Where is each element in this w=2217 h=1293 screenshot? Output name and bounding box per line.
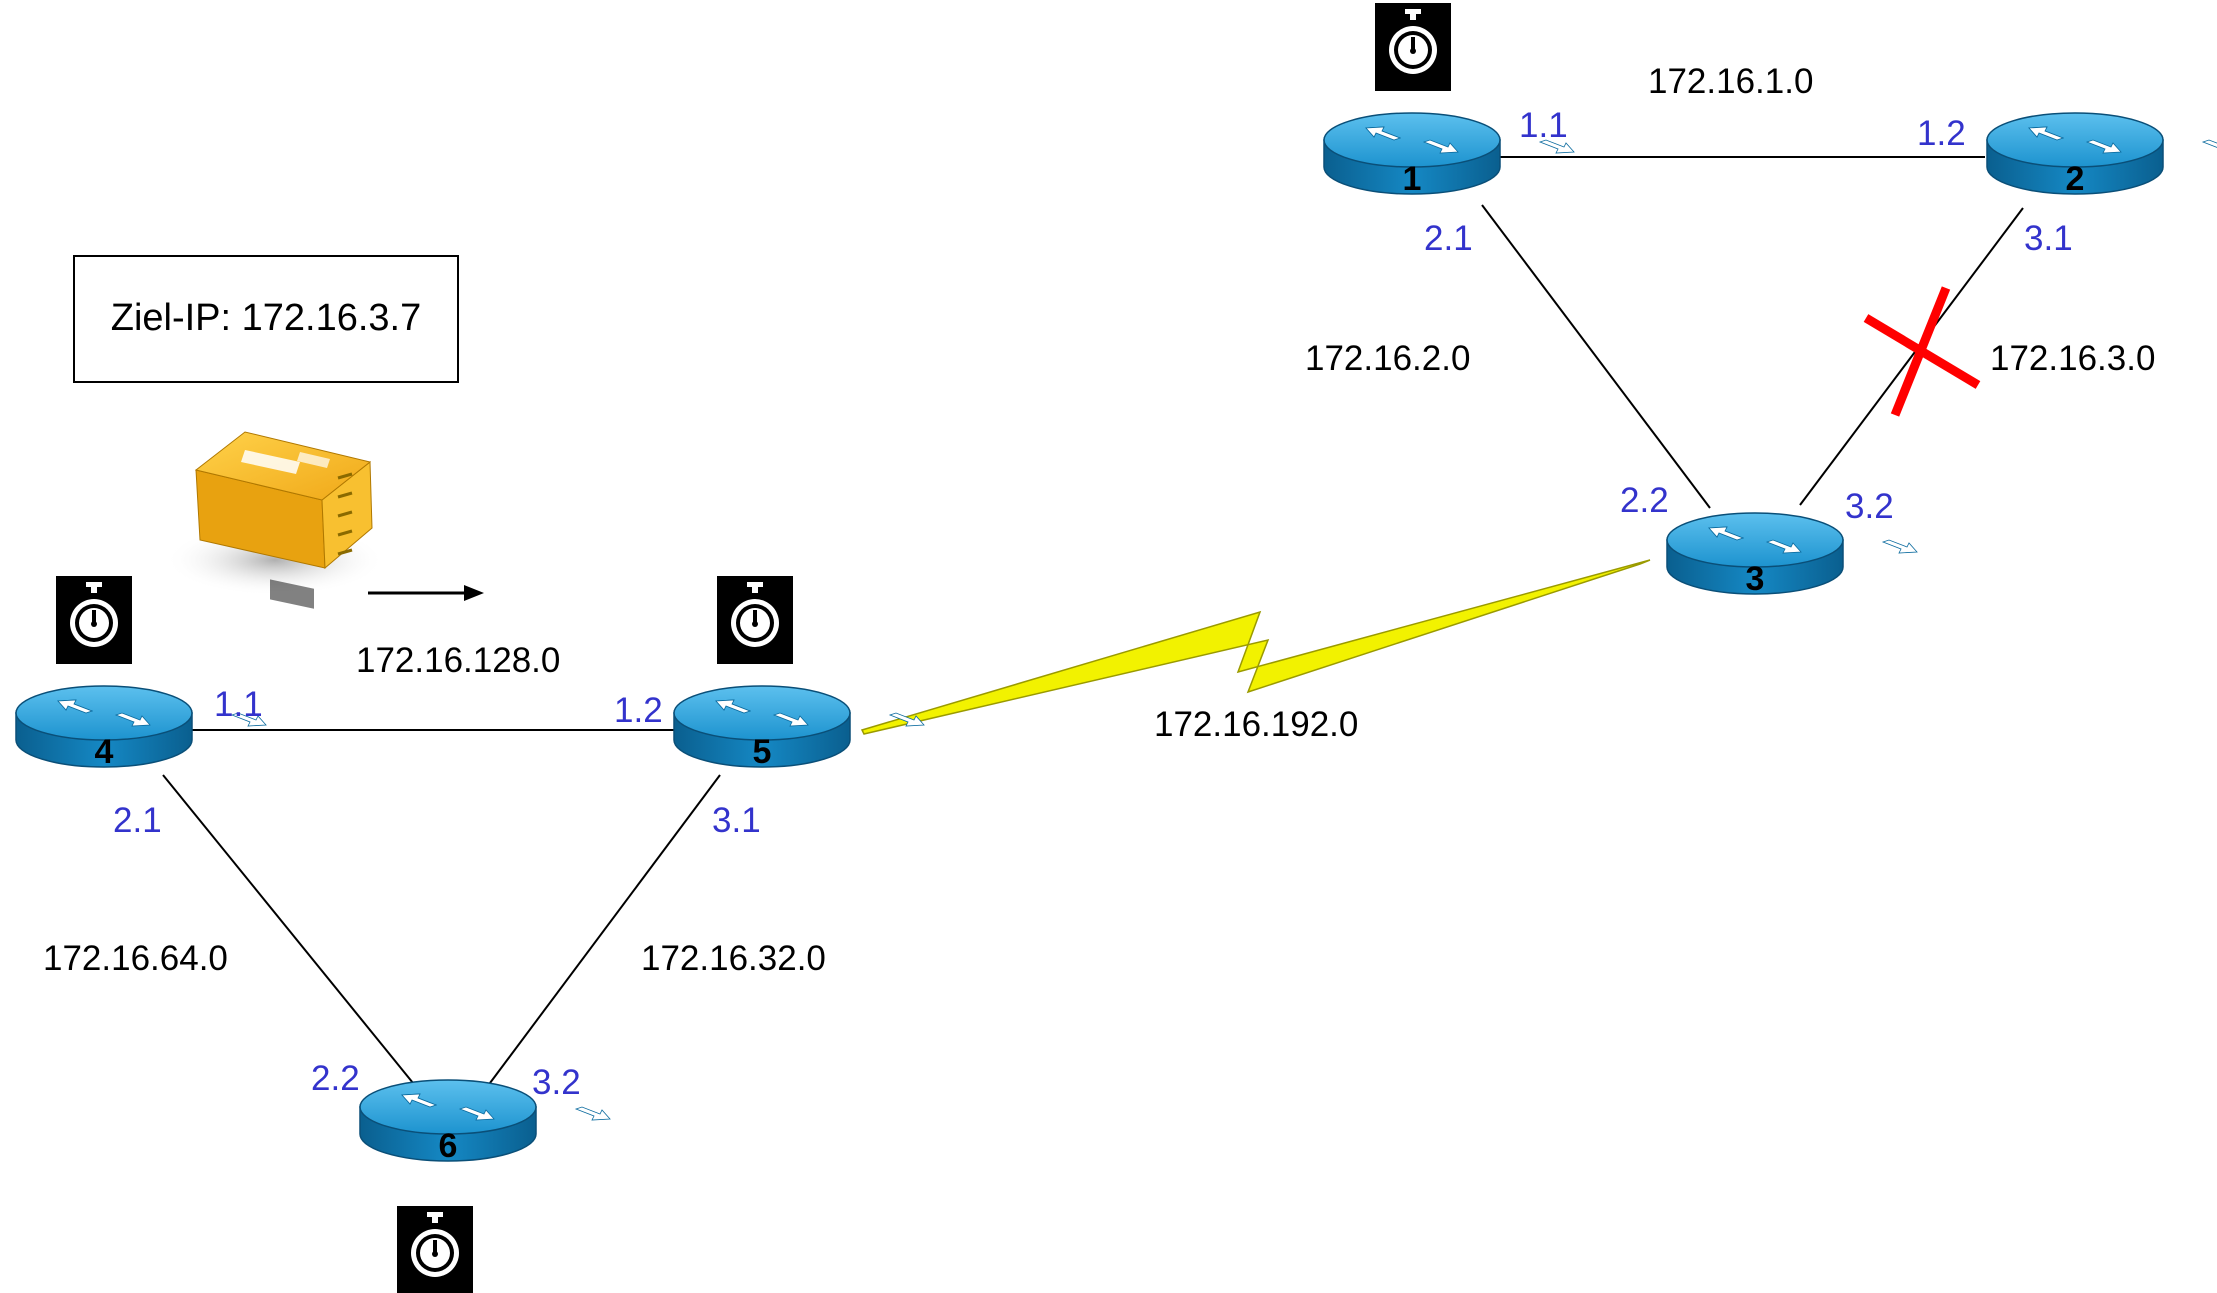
target-ip-text: Ziel-IP: 172.16.3.7	[111, 297, 422, 339]
right-arrow-icon	[368, 585, 484, 601]
stopwatch-icon	[1375, 3, 1451, 91]
router-6[interactable]: 6	[359, 1079, 611, 1165]
serial-link-r3-r5	[860, 559, 1651, 735]
interface-label: 3.2	[1845, 487, 1894, 526]
network-label: 172.16.3.0	[1990, 339, 2155, 378]
package-icon	[165, 431, 385, 609]
interface-label: 2.2	[1620, 481, 1669, 520]
interface-label: 2.1	[1424, 219, 1473, 258]
interface-label: 1.2	[1917, 114, 1966, 153]
interface-label: 3.1	[2024, 219, 2073, 258]
network-label: 172.16.2.0	[1305, 339, 1470, 378]
network-label: 172.16.128.0	[356, 641, 560, 680]
interface-label: 1.1	[1519, 106, 1568, 145]
interface-label: 1.2	[614, 691, 663, 730]
interface-label: 2.1	[113, 801, 162, 840]
router-2[interactable]: 2	[1986, 112, 2217, 198]
interface-label: 1.1	[214, 685, 263, 724]
target-ip-box: Ziel-IP: 172.16.3.7	[73, 255, 459, 383]
interface-label: 2.2	[311, 1059, 360, 1098]
link-r2-r3	[1799, 207, 2024, 506]
router-4[interactable]: 4	[15, 685, 267, 771]
interface-label: 3.1	[712, 801, 761, 840]
link-r1-r3	[1481, 204, 1711, 509]
router-1[interactable]: 1	[1323, 112, 1575, 198]
stopwatch-icon	[56, 576, 132, 664]
router-number: 2	[2066, 160, 2085, 198]
stopwatch-icon	[717, 576, 793, 664]
link-failure-x-icon	[1863, 286, 1981, 417]
router-number: 6	[439, 1127, 458, 1165]
interface-label: 3.2	[532, 1063, 581, 1102]
stopwatch-icon	[397, 1206, 473, 1293]
link-r4-r6	[162, 774, 414, 1084]
router-number: 3	[1746, 560, 1765, 598]
network-label: 172.16.64.0	[43, 939, 228, 978]
router-number: 1	[1403, 160, 1422, 198]
router-3[interactable]: 3	[1666, 512, 1918, 598]
network-label: 172.16.32.0	[641, 939, 826, 978]
router-number: 5	[753, 733, 772, 771]
router-5[interactable]: 5	[673, 685, 925, 771]
network-label: 172.16.192.0	[1154, 705, 1358, 744]
link-r5-r6	[489, 774, 721, 1084]
network-label: 172.16.1.0	[1648, 62, 1813, 101]
router-number: 4	[95, 733, 114, 771]
